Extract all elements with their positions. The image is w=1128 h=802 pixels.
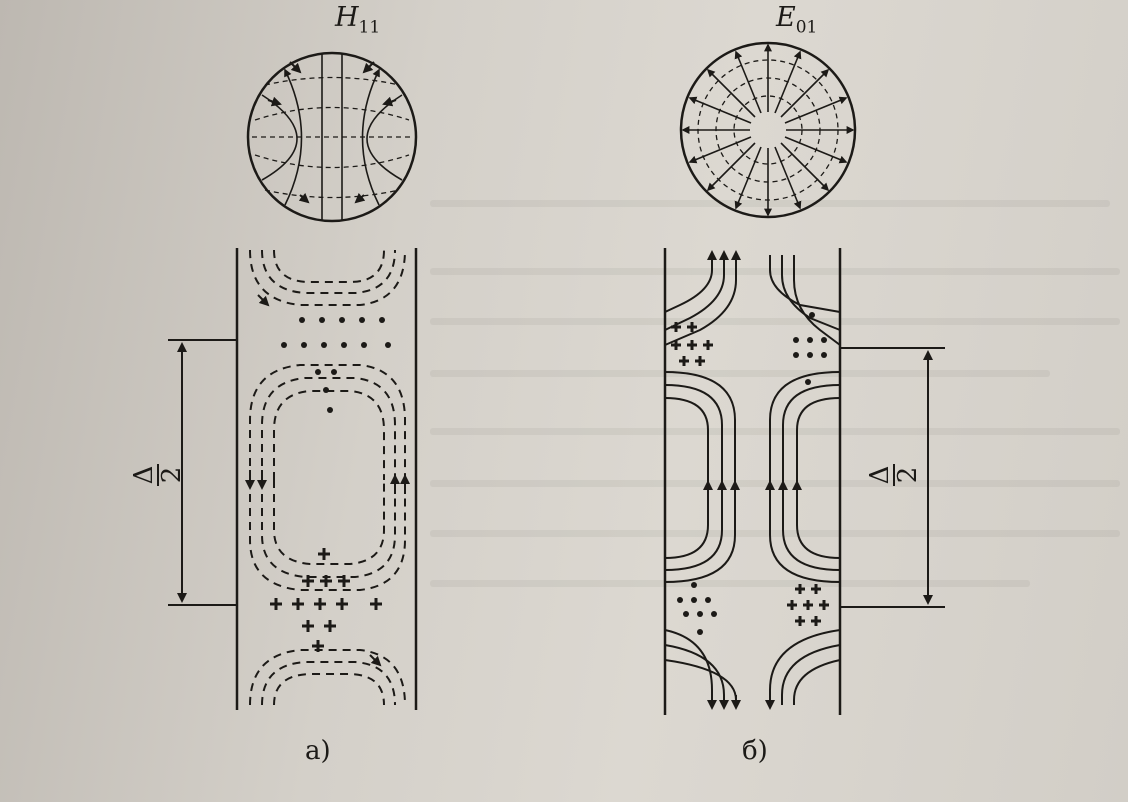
e01-dot-markers — [677, 312, 827, 635]
bleed-through-line — [430, 480, 1120, 487]
bleed-through-line — [430, 318, 1120, 325]
e01-arrowheads — [703, 250, 802, 710]
dimension-symbol: Δ — [865, 463, 895, 487]
bleed-through-line — [430, 200, 1110, 207]
h11-mode-title: H11 — [335, 2, 380, 37]
mode-index: 11 — [358, 17, 381, 38]
bleed-through-line — [430, 580, 1030, 587]
e01-dimension-line — [840, 347, 945, 608]
h11-plus-markers — [270, 548, 382, 652]
dimension-divisor: 2 — [157, 466, 187, 484]
h11-waveguide-walls — [235, 248, 418, 710]
h11-cross-section — [246, 51, 418, 223]
h11-arrowheads — [245, 294, 410, 667]
h11-field-loops — [249, 249, 406, 706]
bleed-through-line — [430, 530, 1120, 537]
e01-cross-section — [679, 41, 857, 219]
h11-charge-markers — [281, 317, 391, 413]
dimension-divisor: 2 — [893, 466, 923, 484]
e01-waveguide-walls — [663, 248, 842, 715]
e01-mode-title: E01 — [776, 2, 817, 37]
h11-dimension-line — [168, 339, 237, 606]
panel-a-label: а) — [305, 736, 331, 766]
panel-b-label: б) — [742, 736, 768, 766]
mode-index: 01 — [795, 17, 818, 38]
dimension-symbol: Δ — [129, 463, 159, 487]
bleed-through-line — [430, 370, 1050, 377]
bleed-through-line — [430, 428, 1120, 435]
bleed-through-line — [430, 268, 1120, 275]
mode-symbol: H — [335, 2, 359, 33]
e01-plus-markers — [671, 322, 829, 626]
mode-symbol: E — [776, 2, 796, 33]
